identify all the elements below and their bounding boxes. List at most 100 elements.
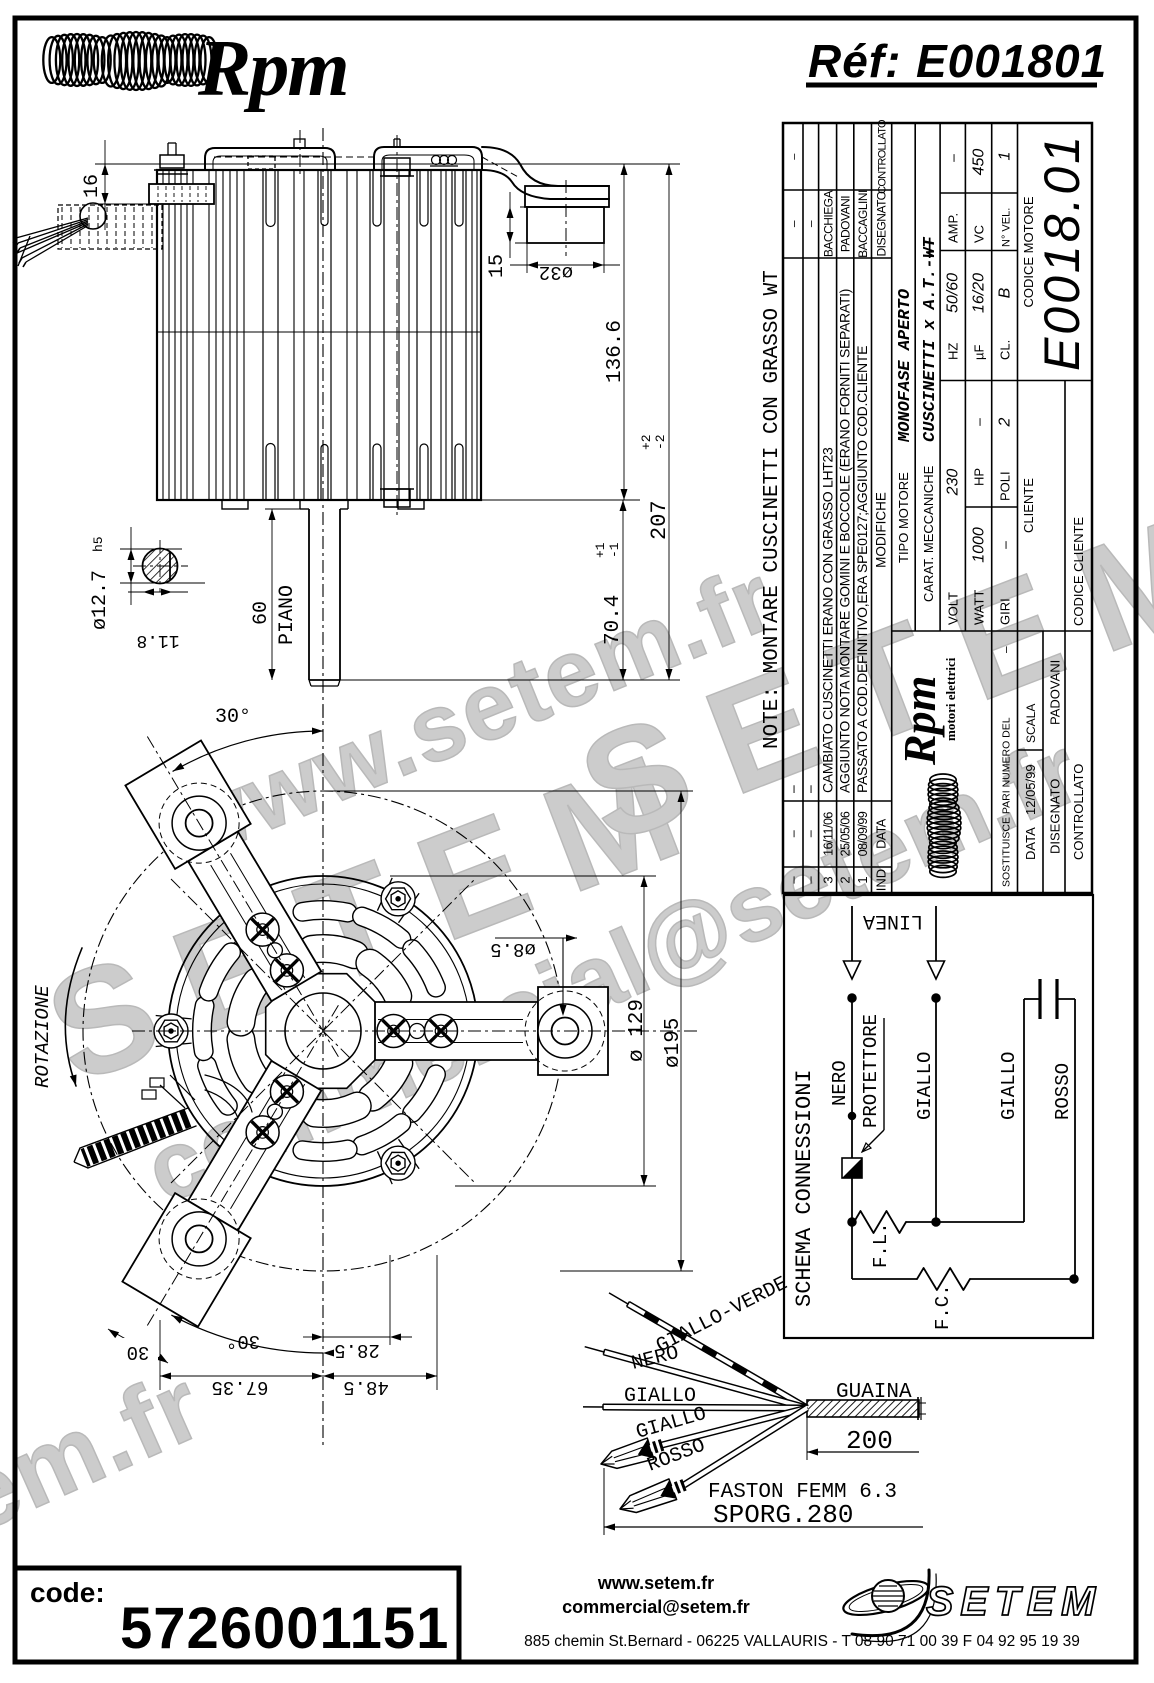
svg-text:12/05/99: 12/05/99 bbox=[1023, 764, 1038, 815]
svg-text:1: 1 bbox=[997, 152, 1014, 161]
svg-text:25/05/06: 25/05/06 bbox=[839, 811, 853, 856]
svg-text:–: – bbox=[971, 418, 987, 426]
svg-text:PADOVANI: PADOVANI bbox=[839, 196, 853, 252]
svg-text:2: 2 bbox=[838, 876, 853, 883]
svg-text:B: B bbox=[997, 287, 1014, 298]
svg-text:DISEGNATO: DISEGNATO bbox=[875, 191, 889, 256]
svg-text:VOLT: VOLT bbox=[946, 592, 961, 625]
svg-text:28.5: 28.5 bbox=[334, 1339, 380, 1361]
svg-text:N° VEL.: N° VEL. bbox=[1001, 208, 1013, 247]
svg-text:LINEA: LINEA bbox=[863, 909, 923, 932]
svg-text:SCHEMA CONNESSIONI: SCHEMA CONNESSIONI bbox=[792, 1069, 817, 1307]
svg-text:GIALLO: GIALLO bbox=[914, 1052, 936, 1120]
svg-text:SOSTITUISCE PARI NUMERO DEL: SOSTITUISCE PARI NUMERO DEL bbox=[1001, 717, 1013, 887]
svg-text:–: – bbox=[789, 153, 801, 160]
svg-text:–: – bbox=[945, 154, 961, 162]
svg-text:16: 16 bbox=[81, 174, 104, 198]
svg-text:67.35: 67.35 bbox=[211, 1376, 268, 1398]
svg-text:ROTAZIONE: ROTAZIONE bbox=[32, 985, 54, 1088]
svg-text:CONTROLLATO: CONTROLLATO bbox=[877, 119, 889, 194]
svg-text:885 chemin St.Bernard - 0622: 885 chemin St.Bernard - 06225 VALLAURIS … bbox=[524, 1633, 1080, 1650]
svg-text:–: – bbox=[803, 876, 818, 884]
svg-text:Réf:: Réf: bbox=[808, 35, 901, 87]
svg-text:-1: -1 bbox=[607, 542, 622, 558]
svg-text:µF: µF bbox=[972, 345, 987, 360]
svg-text:30: 30 bbox=[127, 1341, 150, 1363]
svg-text:–: – bbox=[999, 646, 1013, 653]
svg-text:motori elettrici: motori elettrici bbox=[943, 657, 958, 741]
svg-text:NERO: NERO bbox=[829, 1060, 851, 1106]
svg-text:+1: +1 bbox=[593, 542, 608, 558]
svg-text:h5: h5 bbox=[91, 536, 106, 552]
svg-text:+2: +2 bbox=[639, 434, 654, 450]
svg-text:–: – bbox=[787, 220, 801, 227]
svg-text:HZ: HZ bbox=[946, 343, 961, 360]
svg-text:CODICE MOTORE: CODICE MOTORE bbox=[1021, 196, 1036, 307]
svg-text:08/09/99: 08/09/99 bbox=[856, 811, 870, 856]
svg-text:15: 15 bbox=[486, 254, 509, 278]
svg-text:DISEGNATO: DISEGNATO bbox=[1048, 779, 1063, 854]
svg-text:CLIENTE: CLIENTE bbox=[1021, 478, 1036, 533]
svg-text:–: – bbox=[802, 785, 818, 793]
svg-text:ø195: ø195 bbox=[662, 1018, 685, 1068]
svg-text:E001801: E001801 bbox=[916, 35, 1107, 87]
svg-text:code:: code: bbox=[30, 1577, 105, 1608]
svg-text:F.L.: F.L. bbox=[870, 1222, 892, 1268]
svg-text:GUAINA: GUAINA bbox=[836, 1381, 912, 1404]
svg-text:CUSCINETTI x A.T.-: CUSCINETTI x A.T.- bbox=[921, 258, 940, 442]
svg-text:16/11/06: 16/11/06 bbox=[822, 812, 836, 856]
svg-text:50/60: 50/60 bbox=[945, 273, 962, 313]
svg-text:Rpm: Rpm bbox=[197, 25, 348, 113]
svg-text:–: – bbox=[786, 876, 801, 884]
svg-text:POLI: POLI bbox=[998, 471, 1013, 501]
svg-text:PASSATO A COD.DEFINITIVO,ERA S: PASSATO A COD.DEFINITIVO,ERA SPE0127;AGG… bbox=[854, 346, 870, 793]
svg-text:AGGIUNTO NOTA MONTARE GOMINI E: AGGIUNTO NOTA MONTARE GOMINI E BOCCOLE (… bbox=[837, 289, 853, 793]
svg-text:SETEM: SETEM bbox=[926, 1578, 1102, 1624]
svg-text:PIANO: PIANO bbox=[276, 585, 299, 645]
svg-text:–: – bbox=[804, 220, 818, 227]
svg-text:PROTETTORE: PROTETTORE bbox=[860, 1014, 882, 1128]
svg-text:ø12.7: ø12.7 bbox=[89, 570, 112, 630]
svg-text:ø32: ø32 bbox=[539, 261, 573, 283]
svg-text:–: – bbox=[785, 785, 801, 793]
svg-text:230: 230 bbox=[945, 469, 962, 497]
svg-text:CAMBIATO CUSCINETTI ERANO CON: CAMBIATO CUSCINETTI ERANO CON GRASSO LHT… bbox=[820, 447, 836, 793]
svg-text:BACCHIEGA: BACCHIEGA bbox=[822, 190, 836, 257]
svg-text:GIALLO: GIALLO bbox=[624, 1385, 696, 1408]
svg-text:DATA: DATA bbox=[1023, 827, 1038, 860]
svg-text:1000: 1000 bbox=[971, 527, 988, 563]
svg-text:2: 2 bbox=[997, 417, 1014, 427]
svg-text:–: – bbox=[804, 830, 818, 837]
svg-text:GIRI: GIRI bbox=[998, 598, 1013, 625]
svg-text:SCALA: SCALA bbox=[1024, 704, 1038, 743]
svg-text:Rpm: Rpm bbox=[894, 676, 945, 766]
svg-text:16/20: 16/20 bbox=[971, 273, 988, 313]
svg-text:207: 207 bbox=[647, 500, 672, 540]
svg-text:ROSSO: ROSSO bbox=[1052, 1063, 1074, 1120]
svg-text:MONOFASE APERTO: MONOFASE APERTO bbox=[896, 288, 915, 443]
svg-text:commercial@setem.fr: commercial@setem.fr bbox=[562, 1597, 750, 1617]
svg-text:–: – bbox=[997, 541, 1013, 549]
svg-text:F.C.: F.C. bbox=[932, 1284, 954, 1330]
svg-text:MODIFICHE: MODIFICHE bbox=[874, 492, 889, 568]
svg-text:WATT: WATT bbox=[972, 590, 987, 625]
svg-text:1: 1 bbox=[855, 876, 870, 883]
svg-text:60: 60 bbox=[250, 601, 273, 625]
svg-text:E0018.01: E0018.01 bbox=[1034, 133, 1090, 371]
svg-text:30°: 30° bbox=[215, 706, 251, 729]
svg-text:136.6: 136.6 bbox=[604, 320, 627, 383]
svg-text:CARAT. MECCANICHE: CARAT. MECCANICHE bbox=[921, 465, 936, 602]
svg-text:CODICE CLIENTE: CODICE CLIENTE bbox=[1071, 517, 1086, 626]
svg-text:FASTON FEMM 6.3: FASTON FEMM 6.3 bbox=[708, 1481, 897, 1504]
svg-text:200: 200 bbox=[846, 1426, 893, 1456]
svg-text:30°: 30° bbox=[226, 1330, 260, 1352]
svg-text:NOTE: MONTARE CUSCINETTI CON G: NOTE: MONTARE CUSCINETTI CON GRASSO WT bbox=[761, 270, 784, 749]
svg-text:AMP.: AMP. bbox=[946, 213, 961, 243]
svg-text:TIPO MOTORE: TIPO MOTORE bbox=[896, 472, 911, 563]
svg-text:GIALLO: GIALLO bbox=[998, 1052, 1020, 1120]
svg-text:BACCAGLINI: BACCAGLINI bbox=[856, 190, 870, 258]
svg-text:WT: WT bbox=[921, 237, 940, 258]
svg-text:–: – bbox=[787, 830, 801, 837]
svg-text:DATA: DATA bbox=[875, 818, 889, 849]
svg-text:HP: HP bbox=[972, 468, 987, 486]
